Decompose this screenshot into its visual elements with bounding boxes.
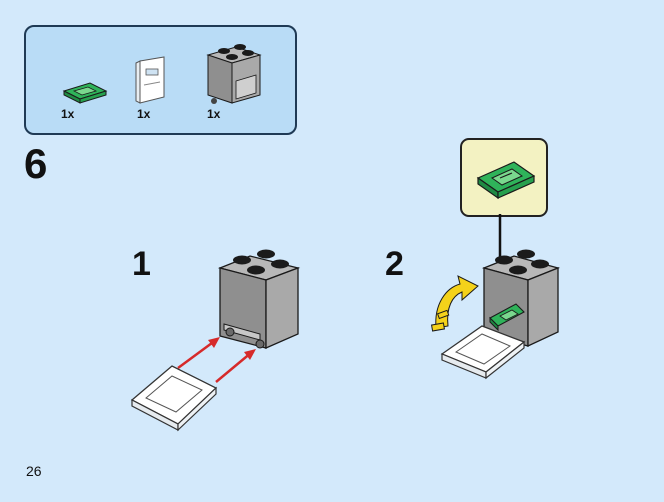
- step-number: 6: [24, 140, 48, 187]
- assembly-arrow: [215, 351, 253, 383]
- assembly-arrow: [177, 338, 217, 370]
- substep-1-illustration: [130, 249, 301, 432]
- rotate-arrow: [435, 275, 479, 329]
- grey-box-right: [265, 267, 299, 349]
- callout-box: [460, 138, 548, 217]
- parts-panel: 1x 1x 1x: [24, 25, 297, 135]
- stud: [531, 259, 549, 269]
- substep-2-illustration: [430, 214, 561, 380]
- substep-number: 1: [132, 245, 151, 283]
- part-qty: 1x: [61, 107, 75, 121]
- part-qty: 1x: [207, 107, 221, 121]
- stud: [233, 255, 251, 265]
- stud: [247, 265, 265, 275]
- grey-box-right: [527, 267, 559, 348]
- stud: [509, 265, 527, 275]
- transparent-panel: [130, 365, 218, 425]
- substep-number: 2: [385, 245, 404, 283]
- stud: [271, 259, 289, 269]
- stud: [495, 255, 513, 265]
- transparent-panel-part: [135, 56, 165, 104]
- stud: [257, 249, 275, 259]
- green-tile-part: [62, 82, 108, 104]
- part-qty: 1x: [137, 107, 151, 121]
- callout-green-tile: [476, 161, 536, 200]
- page-number: 26: [26, 463, 42, 479]
- stud: [517, 249, 535, 259]
- grey-box-part: [206, 44, 262, 104]
